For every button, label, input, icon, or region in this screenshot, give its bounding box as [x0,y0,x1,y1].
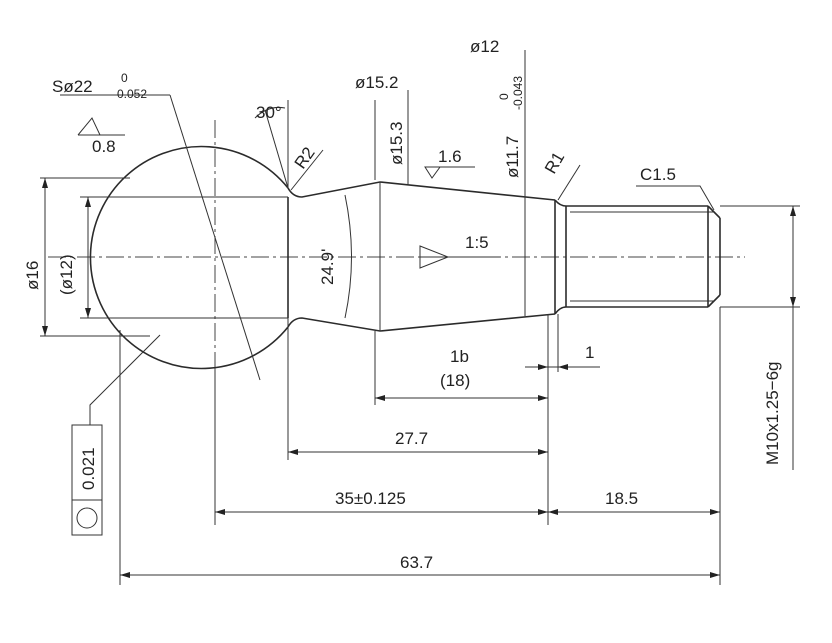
dia-12-label: ø12 [470,37,499,56]
surface-roughness-triangle-icon [77,117,101,136]
part-outline [89,145,721,370]
runout-value: 0.021 [79,447,98,490]
sphere-diameter-label: Sø22 [52,77,93,96]
ball-outline [89,145,289,370]
runout-frame: 0.021 [71,424,103,536]
len-35-label: 35±0.125 [335,489,406,508]
angle-30-label: 30° [256,103,282,122]
angle-24-9-label: 24.9' [318,249,337,285]
dia-11-7-tol-upper: 0 [497,93,511,100]
r1-label: R1 [541,149,568,177]
len-27-7-label: 27.7 [395,429,428,448]
sphere-tol-lower: 0.052 [117,87,147,101]
circularity-icon [76,507,98,529]
len-63-7-label: 63.7 [400,553,433,572]
dia-16-label: ø16 [23,261,42,290]
chamfer-label: C1.5 [640,165,676,184]
len-1-label: 1 [585,343,594,362]
roughness-taper-value: 1.6 [438,147,462,166]
dia-11-7-label: ø11.7 [503,136,522,178]
len-18-5-label: 18.5 [605,489,638,508]
len-18-label: (18) [440,371,470,390]
surface-roughness-triangle-icon [424,166,441,179]
dia-15-2-label: ø15.2 [355,73,398,92]
dia-15-3-label: ø15.3 [387,122,406,165]
taper-label: 1:5 [465,233,489,252]
dia-12-ref-label: (ø12) [57,254,76,295]
sphere-tol-upper: 0 [121,71,128,85]
dia-11-7-tol-lower: -0.043 [511,76,525,110]
r2-label: R2 [291,144,319,173]
roughness-sphere-value: 0.8 [92,137,116,156]
len-18-partial-label: 1b [450,347,469,366]
thread-label: M10x1.25−6g [763,362,782,466]
